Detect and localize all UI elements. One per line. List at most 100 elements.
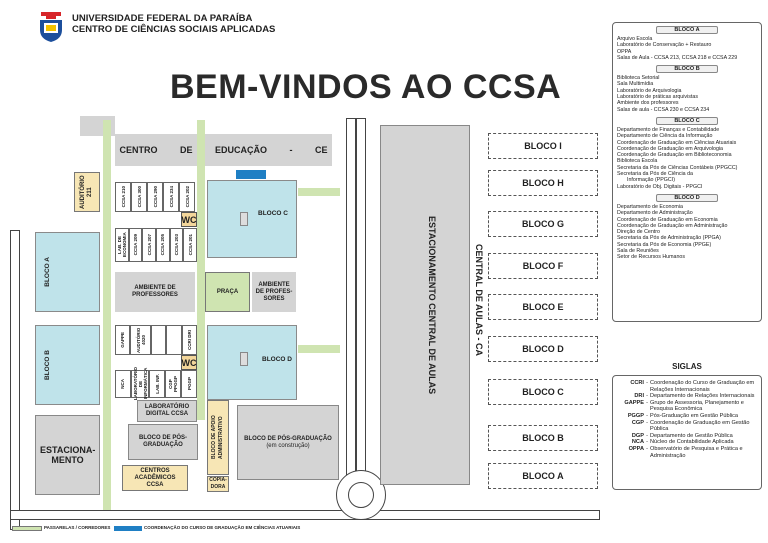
sigla-value: Coordenação de Graduação em Gestão Públi… xyxy=(650,419,750,433)
room-label: CCSA 210 xyxy=(120,186,126,208)
room-b3 xyxy=(151,325,167,355)
sigla-key: NCA xyxy=(631,439,644,446)
info-panel-blocos: BLOCO A Arquivo Escola Laboratório de Co… xyxy=(612,22,762,322)
sigla-row: CCRI-Coordenação do Curso de Graduação e… xyxy=(618,380,756,393)
copiadora: COPIA-DORA xyxy=(207,476,229,492)
room-label: CCRI DRI xyxy=(186,330,192,350)
panel-item: Coordenação de Graduação em Arquivologia xyxy=(617,145,724,152)
sigla-row: DRI-Departamento de Relações Internacion… xyxy=(618,393,756,400)
panel-item: Secretaria da Pós de Ciências Contábeis … xyxy=(617,164,738,171)
ca-bloco-b: BLOCO B xyxy=(488,425,598,451)
sigla-row: NCA-Núcleo de Contabilidade Aplicada xyxy=(618,439,756,446)
ca-bloco-label: BLOCO A xyxy=(522,471,564,481)
walkway-2 xyxy=(197,120,205,420)
sigla-value: Departamento de Gestão Pública xyxy=(650,432,733,439)
road-vertical-right xyxy=(356,118,366,490)
room-label: CGP PPGGP xyxy=(168,376,179,393)
siglas-title: SIGLAS xyxy=(672,362,702,371)
sigla-value: Coordenação do Curso de Graduação em Rel… xyxy=(650,380,755,393)
room-ccsa-209: CCSA 209 xyxy=(128,228,143,262)
panel-item: Biblioteca Escola xyxy=(617,158,658,165)
panel-item: Departamento de Administração xyxy=(617,210,693,217)
walkway-c xyxy=(298,188,340,196)
ca-bloco-label: BLOCO C xyxy=(522,387,564,397)
rooms-b-row: GAPPE AUDITÓRIO 4020 CCRI DRI xyxy=(115,325,197,355)
estacionamento-central-label: ESTACIONAMENTO CENTRAL DE AULAS xyxy=(427,215,437,395)
room-label: LAB. DE ECONOMIA xyxy=(116,232,127,258)
road-bottom xyxy=(10,510,600,520)
bloco-apoio-label: BLOCO DE APOIO ADMINISTRATIVO xyxy=(211,415,224,460)
ufpb-logo xyxy=(38,12,64,42)
panel-item: Secretaria da Pós de Ciência da xyxy=(617,171,693,178)
sigla-row: CGP-Coordenação de Graduação em Gestão P… xyxy=(618,420,756,433)
ca-bloco-label: BLOCO E xyxy=(522,302,564,312)
panel-item: Departamento de Finanças e Contabilidade xyxy=(617,126,720,133)
panel-bloco-a-title: BLOCO A xyxy=(656,26,718,34)
ambiente-professores-label: AMBIENTE DE PROFESSORES xyxy=(132,285,178,298)
wc-bottom: WC xyxy=(181,355,197,370)
room-label: AUDITÓRIO 4020 xyxy=(135,327,146,353)
em-construcao-label: (em construção) xyxy=(266,442,310,449)
panel-item: Laboratório de Obj. Digitais - PPGCI xyxy=(617,183,703,190)
estacionamento: ESTACIONA-MENTO xyxy=(35,415,100,495)
panel-bloco-c: BLOCO C Departamento de Finanças e Conta… xyxy=(617,116,757,190)
room-label: CCSA 201 xyxy=(187,234,193,256)
panel-item: Coordenação de Graduação em Bibliotecono… xyxy=(617,152,732,159)
room-label: NCA xyxy=(120,379,126,389)
roundabout-inner xyxy=(348,482,374,508)
centros-academicos: CENTROS ACADÊMICOS CCSA xyxy=(122,465,188,491)
walkway-d xyxy=(298,345,340,353)
laboratorio-digital-label: LABORATÓRIO DIGITAL CCSA xyxy=(144,404,190,417)
ambiente-professores-2: AMBIENTE DE PROFES-SORES xyxy=(252,272,296,312)
ca-bloco-h: BLOCO H xyxy=(488,170,598,196)
sigla-key: DRI xyxy=(634,393,644,400)
legend-atuariais-swatch xyxy=(114,526,142,531)
sigla-row: PGGP-Pós-Graduação em Gestão Pública xyxy=(618,413,756,420)
room-pggp: PGGP xyxy=(181,370,197,398)
ca-bloco-i: BLOCO I xyxy=(488,133,598,159)
panel-item: Informação (PPGCI) xyxy=(627,177,675,184)
ca-bloco-g: BLOCO G xyxy=(488,211,598,237)
centros-academicos-label: CENTROS ACADÊMICOS CCSA xyxy=(134,467,176,488)
room-lab-inf: LAB. INF. xyxy=(149,370,166,398)
ambiente-professores-2-label: AMBIENTE DE PROFES-SORES xyxy=(255,281,293,302)
panel-item: Secretaria da Pós de Administração (PPGA… xyxy=(617,235,721,242)
room-ccsa-210: CCSA 210 xyxy=(115,182,131,212)
bloco-apoio-administrativo: BLOCO DE APOIO ADMINISTRATIVO xyxy=(207,400,229,475)
ca-bloco-label: BLOCO H xyxy=(522,178,564,188)
panel-item: Arquivo Escola xyxy=(617,36,653,42)
bloco-c-core xyxy=(240,212,248,226)
sigla-value: Núcleo de Contabilidade Aplicada xyxy=(650,439,734,446)
praca-label: PRAÇA xyxy=(216,288,239,295)
road-vertical-center xyxy=(346,118,356,490)
panel-item: Setor de Recursos Humanos xyxy=(617,254,686,261)
bloco-a-label: BLOCO A xyxy=(44,257,51,287)
panel-item: Laboratório de Arquivologia xyxy=(617,87,682,94)
room-ccri-dri: CCRI DRI xyxy=(181,325,197,355)
panel-item: Coordenação de Graduação em Ciências Atu… xyxy=(617,139,737,146)
panel-item: Laboratório de práticas arquivistas xyxy=(617,94,698,101)
panel-bloco-a: BLOCO A Arquivo Escola Laboratório de Co… xyxy=(617,26,757,61)
bloco-d-building xyxy=(207,325,297,400)
panel-bloco-b-title: BLOCO B xyxy=(656,65,718,74)
page-title: BEM-VINDOS AO CCSA xyxy=(170,68,562,106)
ca-bloco-label: BLOCO F xyxy=(522,261,564,271)
sigla-row: OPPA-Observatório de Pesquisa e Prática … xyxy=(618,446,756,459)
panel-item: Laboratório de Conservação + Restauro xyxy=(617,42,712,49)
room-ccsa-207: CCSA 207 xyxy=(142,228,157,262)
sigla-row: GAPPE-Grupo de Assessoria, Planejamento … xyxy=(618,400,756,413)
panel-item: Coordenação de Graduação em Economia xyxy=(617,216,718,223)
sigla-value: Pós-Graduação em Gestão Pública xyxy=(650,412,738,419)
panel-item: Departamento de Ciência da Informação xyxy=(617,133,713,140)
centro-educacao-label: CENTRO DE EDUCAÇÃO - CE xyxy=(119,145,328,155)
central-aulas-label: CENTRAL DE AULAS - CA xyxy=(474,244,484,356)
auditorio-211: AUDITÓRIO 211 xyxy=(74,172,100,212)
ca-bloco-label: BLOCO G xyxy=(522,219,564,229)
panel-item: OPPA xyxy=(617,48,632,55)
room-label: CCSA 234 xyxy=(168,186,174,208)
room-ccsa-300: CCSA 300 xyxy=(131,182,147,212)
panel-bloco-c-title: BLOCO C xyxy=(656,116,718,125)
ca-bloco-label: BLOCO B xyxy=(522,433,564,443)
bloco-c-building xyxy=(207,180,297,258)
room-ccsa-201: CCSA 201 xyxy=(183,228,198,262)
